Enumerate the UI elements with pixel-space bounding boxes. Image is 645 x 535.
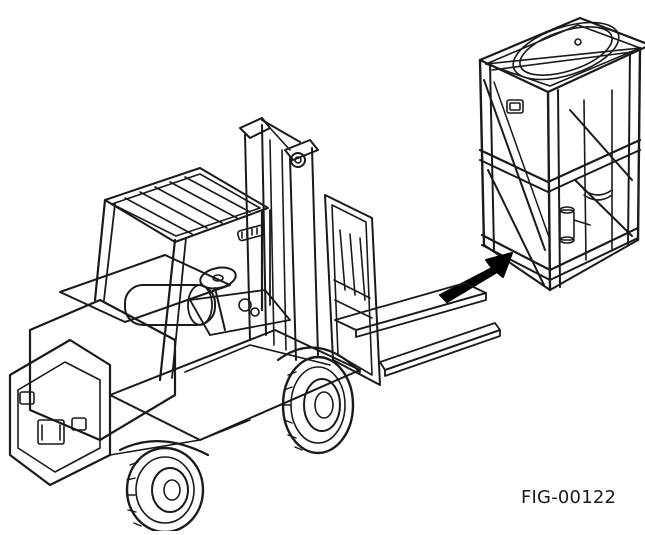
rear-wheel (125, 446, 205, 534)
forklift-body (8, 254, 361, 487)
rear-mudguard (118, 440, 210, 457)
overhead-guard (93, 167, 271, 382)
direction-arrow-icon (439, 252, 513, 303)
front-wheel (281, 355, 355, 455)
fork-tines (334, 282, 501, 377)
figure-label: FIG-00122 (521, 487, 617, 508)
crate-illustration (478, 16, 645, 292)
front-mudguard (276, 346, 362, 374)
